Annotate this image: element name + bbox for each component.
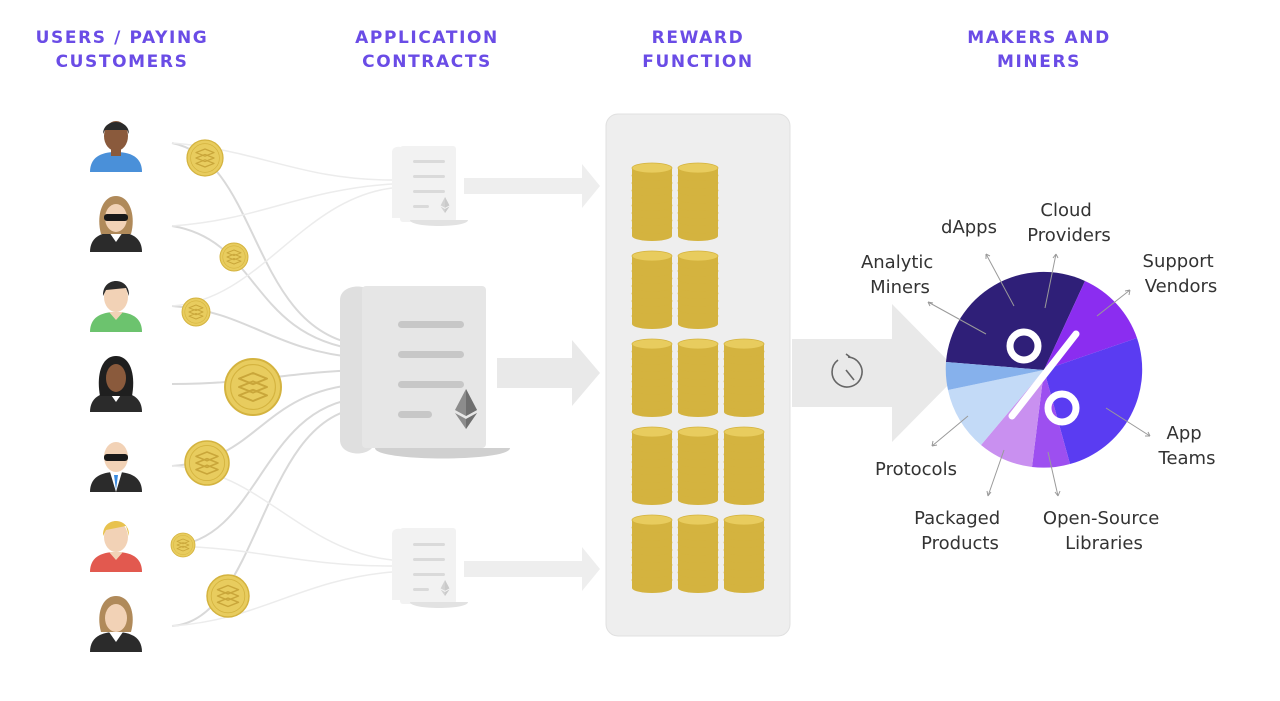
label-cloud-providers-line1: Cloud xyxy=(1040,200,1091,221)
coin-stack xyxy=(631,426,673,505)
leader-line xyxy=(1105,407,1151,437)
contract-small-top xyxy=(392,146,468,226)
connection-lines-faint xyxy=(171,142,393,627)
coin-stack xyxy=(677,514,719,593)
user-avatar-icon xyxy=(90,521,142,572)
coin-stack xyxy=(677,426,719,505)
token-coin-icon xyxy=(186,139,224,177)
header-contracts-line2: CONTRACTS xyxy=(362,52,492,72)
connection-line xyxy=(171,571,393,627)
label-analytic-miners-line2: Miners xyxy=(870,277,930,298)
label-dapps: dApps xyxy=(941,217,997,238)
connection-line xyxy=(171,545,393,567)
user-avatars xyxy=(90,121,142,652)
label-open-source-libraries: Open-Source Libraries xyxy=(1043,508,1165,554)
label-open-source-libraries-line1: Open-Source xyxy=(1043,508,1159,529)
leader-line xyxy=(1096,289,1131,317)
timer-icon xyxy=(831,353,863,388)
leader-lines xyxy=(927,253,1151,497)
header-reward: REWARD FUNCTION xyxy=(578,26,818,74)
leader-line xyxy=(931,415,969,447)
percent-slash xyxy=(1008,330,1080,420)
contract-main xyxy=(340,286,510,459)
label-support-vendors: Support Vendors xyxy=(1143,251,1220,297)
coin-stack xyxy=(677,162,719,241)
arrow-contract-top xyxy=(464,164,600,208)
coin-stack xyxy=(723,426,765,505)
connection-line xyxy=(171,397,361,547)
percent-circle xyxy=(1006,328,1042,364)
connection-line xyxy=(171,407,361,627)
arrow-contract-main xyxy=(497,340,600,406)
token-coin-icon xyxy=(219,242,249,272)
label-cloud-providers: Cloud Providers xyxy=(1027,200,1111,246)
contract-small-bottom xyxy=(392,528,468,608)
token-coin-icon xyxy=(184,440,230,486)
pie-slice xyxy=(945,362,1044,390)
label-open-source-libraries-line2: Libraries xyxy=(1065,533,1143,554)
token-coin-icon xyxy=(181,297,211,327)
connection-line xyxy=(171,225,361,351)
label-app-teams-line1: App xyxy=(1167,423,1202,444)
header-makers-line1: MAKERS AND xyxy=(967,28,1111,48)
pie-slice xyxy=(946,271,1085,370)
label-app-teams-line2: Teams xyxy=(1158,448,1216,469)
leader-line xyxy=(927,301,987,335)
label-cloud-providers-line2: Providers xyxy=(1027,225,1111,246)
user-avatar-icon xyxy=(90,442,142,492)
leader-line xyxy=(1047,451,1061,497)
token-coin-icon xyxy=(224,358,282,416)
user-avatar-icon xyxy=(90,356,142,412)
header-reward-line2: FUNCTION xyxy=(642,52,754,72)
user-avatar-icon xyxy=(90,121,142,172)
user-avatar-icon xyxy=(90,196,142,252)
connection-line xyxy=(171,183,393,227)
user-avatar-icon xyxy=(90,596,142,652)
pie-labels: Analytic Miners dApps Cloud Providers Su… xyxy=(861,200,1220,554)
coin-stacks xyxy=(631,162,765,593)
coin-stack xyxy=(631,338,673,417)
label-packaged-products-line1: Packaged xyxy=(914,508,1000,529)
arrow-to-makers xyxy=(792,304,960,442)
coin-stack xyxy=(631,162,673,241)
label-support-vendors-line2: Vendors xyxy=(1145,276,1218,297)
pie-slice xyxy=(1044,338,1143,464)
label-packaged-products: Packaged Products xyxy=(914,508,1006,554)
label-protocols-line1: Protocols xyxy=(875,459,957,480)
token-coin-icon xyxy=(206,574,250,618)
token-coin-icon xyxy=(170,532,196,558)
header-users-line2: CUSTOMERS xyxy=(55,52,189,72)
header-makers-line2: MINERS xyxy=(996,52,1082,72)
coin-stack xyxy=(677,338,719,417)
header-users-line1: USERS / PAYING xyxy=(35,28,209,48)
label-analytic-miners: Analytic Miners xyxy=(861,252,939,298)
label-dapps-line1: dApps xyxy=(941,217,997,238)
header-reward-line1: REWARD xyxy=(651,28,745,48)
label-packaged-products-line2: Products xyxy=(921,533,999,554)
makers-pie xyxy=(945,271,1143,468)
user-avatar-icon xyxy=(90,281,142,332)
user-coins xyxy=(170,139,282,618)
header-makers: MAKERS AND MINERS xyxy=(919,26,1159,74)
label-analytic-miners-line1: Analytic xyxy=(861,252,933,273)
coin-stack xyxy=(631,250,673,329)
coin-stack xyxy=(723,338,765,417)
label-support-vendors-line1: Support xyxy=(1143,251,1214,272)
label-app-teams: App Teams xyxy=(1158,423,1216,469)
pie-slice xyxy=(948,370,1044,445)
leader-line xyxy=(985,253,1015,307)
header-contracts: APPLICATION CONTRACTS xyxy=(307,26,547,74)
coin-stack xyxy=(723,514,765,593)
coin-stack xyxy=(631,514,673,593)
header-users: USERS / PAYING CUSTOMERS xyxy=(2,26,242,74)
leader-line xyxy=(986,449,1005,497)
arrow-contract-bottom xyxy=(464,547,600,591)
coin-stack xyxy=(677,250,719,329)
leader-line xyxy=(1044,253,1059,309)
header-contracts-line1: APPLICATION xyxy=(355,28,499,48)
label-protocols: Protocols xyxy=(875,459,957,480)
connection-line xyxy=(171,187,393,307)
percent-circle xyxy=(1044,390,1080,426)
